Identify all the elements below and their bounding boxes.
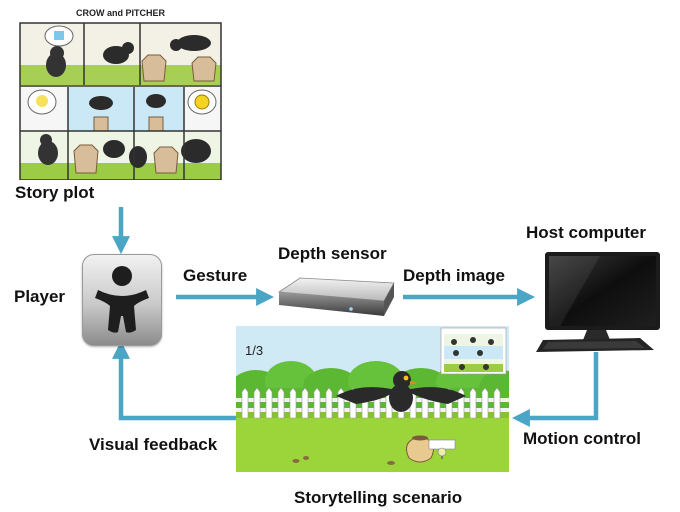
storytelling-scenario-screen: 1/3 <box>236 326 509 472</box>
player-icon <box>82 254 162 346</box>
arrow-scenario-to-player <box>112 340 236 421</box>
page-counter: 1/3 <box>245 343 264 358</box>
visual-feedback-label: Visual feedback <box>89 435 218 454</box>
storytelling-scenario-label: Storytelling scenario <box>294 488 463 507</box>
comic-panels <box>19 22 222 180</box>
player-label: Player <box>14 287 66 306</box>
depth-sensor-label: Depth sensor <box>278 244 387 263</box>
story-plot-label: Story plot <box>15 183 95 202</box>
arrow-computer-to-scenario <box>511 352 599 427</box>
person-silhouette <box>95 266 149 333</box>
motion-control-label: Motion control <box>523 429 642 448</box>
host-computer-label: Host computer <box>526 223 646 242</box>
comic-title: CROW and PITCHER <box>76 8 165 18</box>
story-plot-comic: CROW and PITCHER <box>16 3 225 180</box>
gesture-label: Gesture <box>183 266 248 285</box>
depth-image-label: Depth image <box>403 266 506 285</box>
scenario-scene <box>236 327 509 472</box>
